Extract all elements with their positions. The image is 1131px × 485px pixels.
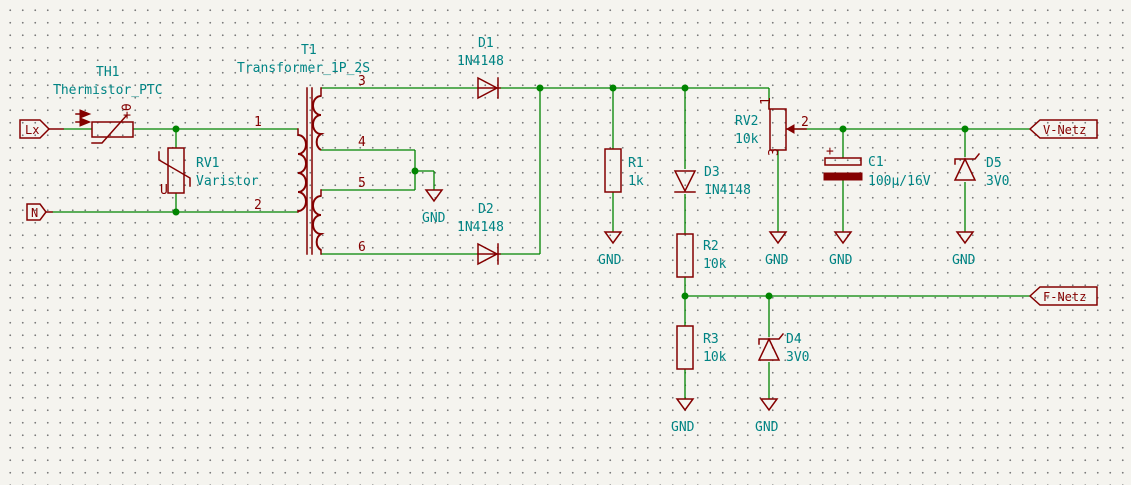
rv2-pin-1: 1 [759, 97, 774, 105]
junctions [172, 84, 969, 300]
junction [681, 292, 689, 300]
gnd-symbol-r3: GND [671, 398, 695, 435]
c1-value: 100µ/16V [868, 174, 931, 189]
rv1-ref: RV1 [196, 156, 219, 171]
d1-value: 1N4148 [457, 54, 504, 69]
t1-pin-2: 2 [254, 198, 262, 213]
r1-value: 1k [628, 174, 644, 189]
label-f-netz-text: F-Netz [1043, 290, 1086, 304]
thermistor-th1[interactable]: +θ TH1 Thermistor_PTC [53, 65, 163, 144]
th1-value: Thermistor_PTC [53, 83, 163, 98]
wires [52, 87, 1030, 399]
d2-ref: D2 [478, 202, 494, 217]
t1-pin-1: 1 [254, 115, 262, 130]
d3-value: 1N4148 [704, 183, 751, 198]
resistor-r3[interactable]: R3 10k [676, 325, 727, 370]
resistor-r1[interactable]: R1 1k [604, 148, 644, 193]
svg-text:+θ: +θ [120, 103, 135, 119]
gnd-symbol-d4: GND [755, 398, 779, 435]
r3-value: 10k [703, 350, 727, 365]
gnd-symbol-d5: GND [952, 231, 976, 268]
c1-ref: C1 [868, 155, 884, 170]
d4-ref: D4 [786, 332, 802, 347]
t1-value: Transformer_1P_2S [237, 61, 370, 76]
capacitor-c1[interactable]: + C1 100µ/16V [823, 144, 931, 189]
label-lx[interactable]: Lx [19, 119, 64, 139]
junction [172, 125, 180, 133]
diode-d1[interactable]: D1 1N4148 [457, 36, 504, 100]
resistor-r2[interactable]: R2 10k [676, 233, 727, 278]
gnd-text: GND [952, 253, 976, 268]
diode-d3[interactable]: D3 1N4148 [673, 165, 751, 198]
label-v-netz[interactable]: V-Netz [1028, 119, 1098, 139]
t1-pin-6: 6 [358, 240, 366, 255]
gnd-symbol-r1: GND [598, 231, 623, 268]
d5-ref: D5 [986, 156, 1002, 171]
r2-ref: R2 [703, 239, 719, 254]
label-n-text: N [31, 206, 38, 220]
rv2-ref: RV2 [735, 114, 758, 129]
rv2-pin-3: 3 [767, 148, 782, 156]
transformer-t1[interactable]: 1 2 3 4 5 6 T1 Transformer_1P_2S [237, 43, 370, 255]
label-v-netz-text: V-Netz [1043, 123, 1086, 137]
svg-text:U: U [160, 183, 168, 198]
gnd-text: GND [671, 420, 695, 435]
zener-d4[interactable]: D4 3V0 [757, 332, 809, 365]
gnd-symbol-transformer: GND [422, 189, 446, 226]
svg-text:+: + [826, 144, 834, 159]
label-n[interactable]: N [26, 203, 53, 221]
gnd-text: GND [755, 420, 779, 435]
gnd-symbol-c1: GND [829, 231, 853, 268]
junction [411, 167, 419, 175]
varistor-rv1[interactable]: U RV1 Varistor [158, 147, 259, 198]
d3-ref: D3 [704, 165, 720, 180]
junction [172, 208, 180, 216]
junction [609, 84, 617, 92]
t1-ref: T1 [301, 43, 317, 58]
r3-ref: R3 [703, 332, 719, 347]
d2-value: 1N4148 [457, 220, 504, 235]
r2-value: 10k [703, 257, 727, 272]
diode-d2[interactable]: D2 1N4148 [457, 202, 504, 266]
rv2-pin-2: 2 [801, 115, 809, 130]
d1-ref: D1 [478, 36, 494, 51]
t1-pin-4: 4 [358, 135, 366, 150]
junction [961, 125, 969, 133]
rv1-value: Varistor [196, 174, 259, 189]
rv2-value: 10k [735, 132, 759, 147]
junction [839, 125, 847, 133]
r1-ref: R1 [628, 156, 644, 171]
gnd-text: GND [598, 253, 622, 268]
junction [765, 292, 773, 300]
d4-value: 3V0 [786, 350, 809, 365]
t1-pin-5: 5 [358, 176, 366, 191]
gnd-text: GND [422, 211, 446, 226]
d5-value: 3V0 [986, 174, 1009, 189]
gnd-text: GND [829, 253, 853, 268]
gnd-symbol-rv2: GND [765, 231, 789, 268]
gnd-text: GND [765, 253, 789, 268]
junction [536, 84, 544, 92]
zener-d5[interactable]: D5 3V0 [953, 152, 1009, 189]
junction [681, 84, 689, 92]
potentiometer-rv2[interactable]: 1 2 3 RV2 10k [735, 97, 809, 156]
th1-ref: TH1 [96, 65, 119, 80]
t1-pin-3: 3 [358, 74, 366, 89]
label-lx-text: Lx [25, 123, 39, 137]
label-f-netz[interactable]: F-Netz [1028, 286, 1098, 306]
